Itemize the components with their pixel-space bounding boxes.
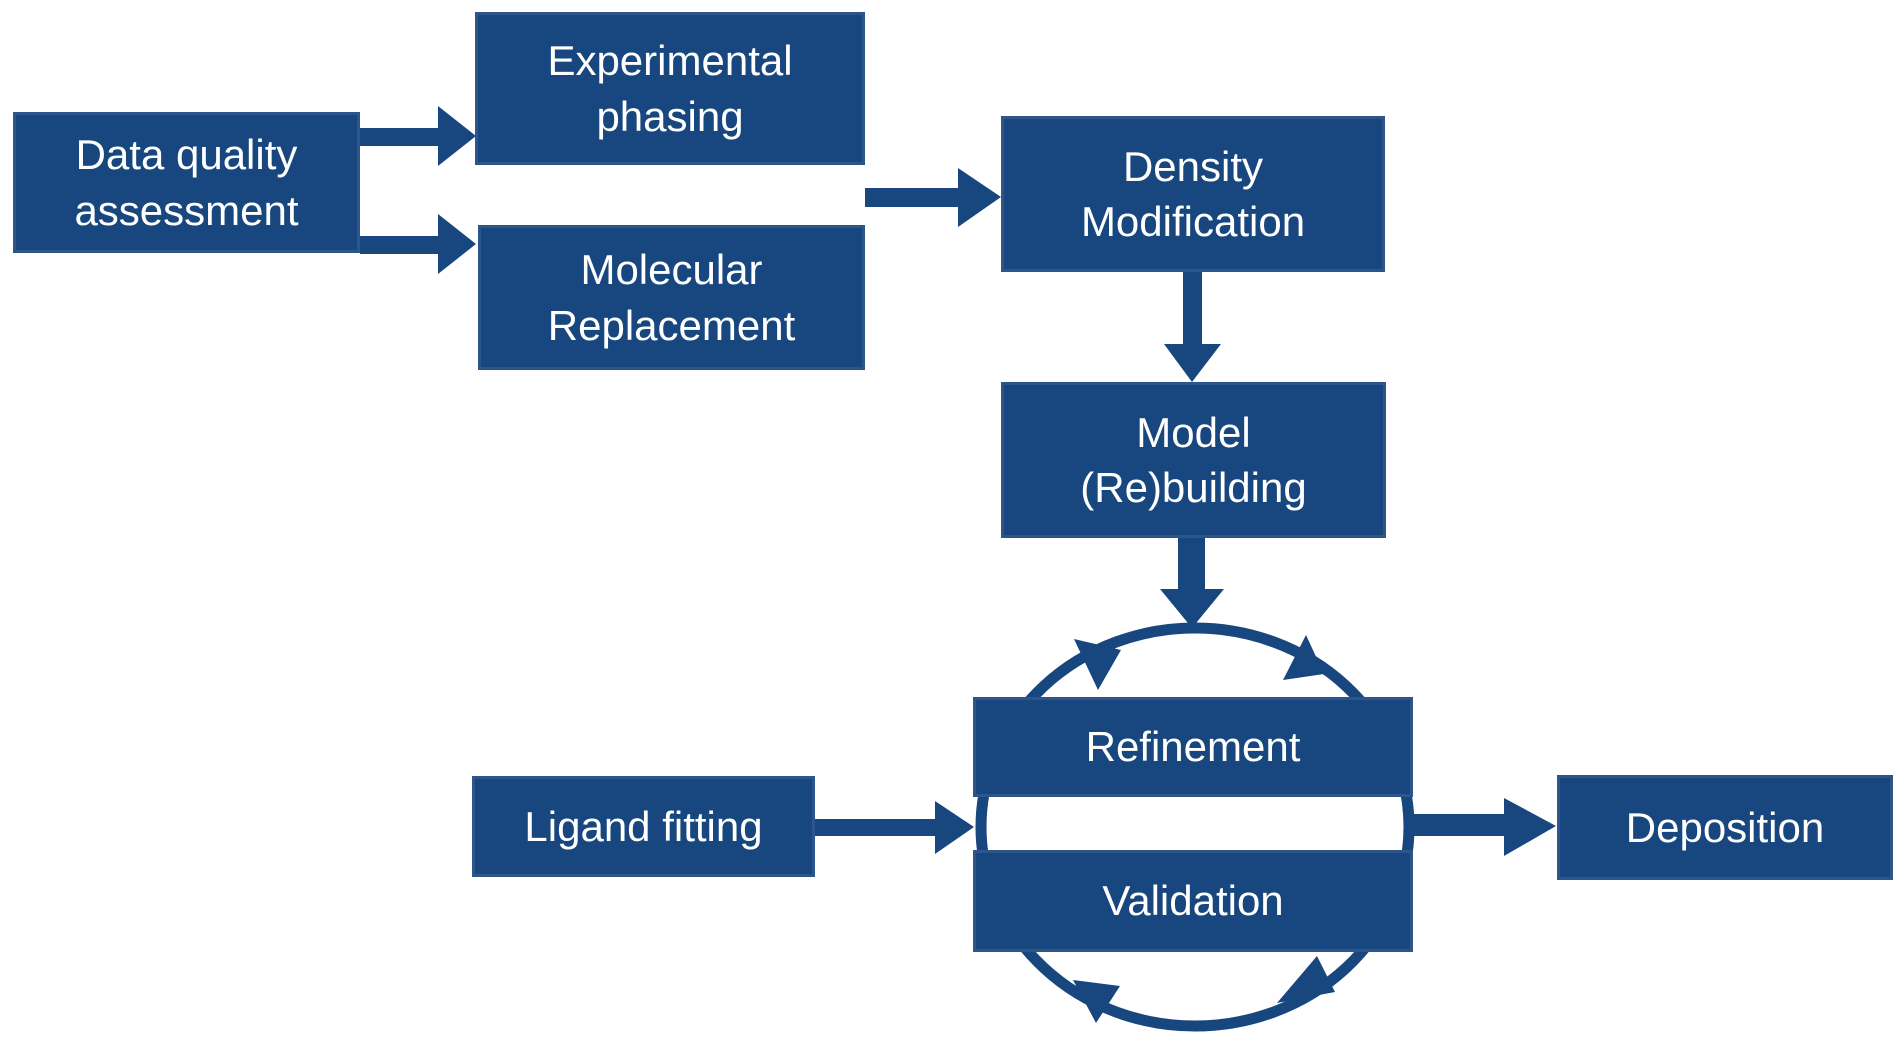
cycle-arrowhead-top-right-icon (1283, 635, 1324, 680)
node-deposition: Deposition (1557, 775, 1893, 880)
node-label-line: Model (1136, 408, 1251, 456)
node-label-line: assessment (74, 186, 299, 234)
node-label: Validation (1102, 877, 1284, 925)
connector-dqa-to-experimental (360, 106, 476, 166)
connector-dqa-to-molecular (360, 214, 476, 274)
node-label-line: Density (1122, 142, 1264, 190)
node-label-line: Experimental (547, 37, 793, 85)
connector-ligand-to-cycle (815, 801, 974, 854)
node-label: Ligand fitting (524, 802, 763, 850)
node-label: Deposition (1625, 803, 1825, 851)
connector-cycle-to-deposition (1411, 798, 1556, 856)
node-data-quality-assessment: Data quality assessment (13, 112, 360, 253)
node-experimental-phasing: Experimental phasing (475, 12, 865, 165)
node-label-line: Molecular (580, 246, 763, 294)
cycle-arrowhead-bottom-left-icon (1073, 980, 1120, 1023)
node-label-line: (Re)building (1080, 464, 1307, 511)
node-density-modification: Density Modification (1001, 116, 1385, 272)
connector-phasing-to-density (865, 168, 1001, 227)
cycle-arrowhead-bottom-right-icon (1277, 956, 1335, 1003)
node-refinement: Refinement (973, 697, 1413, 797)
node-molecular-replacement: Molecular Replacement (478, 225, 865, 370)
cycle-arrowhead-top-left-icon (1074, 639, 1121, 690)
node-validation: Validation (973, 850, 1413, 952)
node-label-line: Data quality (75, 131, 298, 179)
node-model-rebuilding: Model (Re)building (1001, 382, 1386, 538)
node-label-line: Modification (1080, 198, 1306, 245)
node-label: Refinement (1085, 723, 1301, 771)
connector-density-to-model (1164, 270, 1221, 382)
node-label-line: Replacement (547, 301, 796, 349)
node-label-line: phasing (596, 92, 744, 140)
cycle-circle-icon (975, 622, 1415, 1032)
connector-model-to-cycle (1160, 536, 1224, 628)
node-ligand-fitting: Ligand fitting (472, 776, 815, 877)
